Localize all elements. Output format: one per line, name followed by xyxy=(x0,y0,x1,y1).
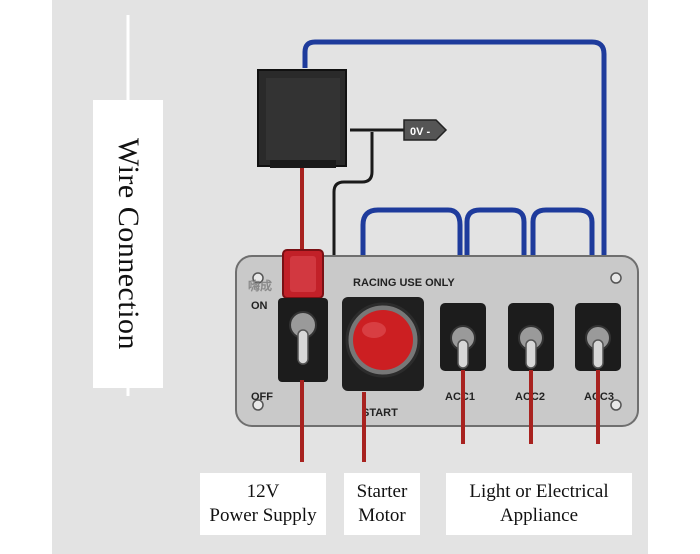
panel-logo: 嗨成 xyxy=(248,278,272,293)
acc2-jumper-wire xyxy=(530,207,595,300)
ground-tag: 0V - xyxy=(403,119,448,141)
acc2-switch xyxy=(508,303,554,371)
panel-screw xyxy=(610,399,622,411)
acc1-label: ACC1 xyxy=(445,391,475,403)
power-caption-line1: 12V xyxy=(246,481,280,502)
off-label: OFF xyxy=(251,391,273,403)
start-jumper-wire xyxy=(360,207,463,300)
starter-caption-line2: Motor xyxy=(358,505,406,526)
on-label: ON xyxy=(251,300,268,312)
starter-motor-caption: Starter Motor xyxy=(344,473,420,535)
appliance-caption-line1: Light or Electrical xyxy=(469,481,609,502)
start-label: START xyxy=(362,407,398,419)
ignition-switch xyxy=(278,249,328,382)
relay-box xyxy=(257,69,347,168)
panel-screw xyxy=(252,272,264,284)
acc1-jumper-wire xyxy=(464,207,527,300)
accessory-loop-wire xyxy=(302,39,607,300)
panel-screw xyxy=(252,399,264,411)
acc3-switch xyxy=(575,303,621,371)
toggle-lever xyxy=(297,329,309,365)
panel-header: RACING USE ONLY xyxy=(353,277,455,289)
ground-tag-label: 0V - xyxy=(410,126,431,138)
appliance-caption: Light or Electrical Appliance xyxy=(446,473,632,535)
power-supply-caption: 12V Power Supply xyxy=(200,473,326,535)
title-panel: Wire Connection xyxy=(93,100,163,388)
diagram-title: Wire Connection xyxy=(112,137,146,351)
panel-screw xyxy=(610,272,622,284)
start-button xyxy=(342,297,424,391)
starter-caption-line1: Starter xyxy=(356,481,408,502)
acc1-switch xyxy=(440,303,486,371)
power-caption-line2: Power Supply xyxy=(209,505,317,526)
switch-panel: 嗨成 RACING USE ONLY ON OFF START ACC1 ACC… xyxy=(235,255,639,427)
appliance-caption-line2: Appliance xyxy=(499,505,579,526)
